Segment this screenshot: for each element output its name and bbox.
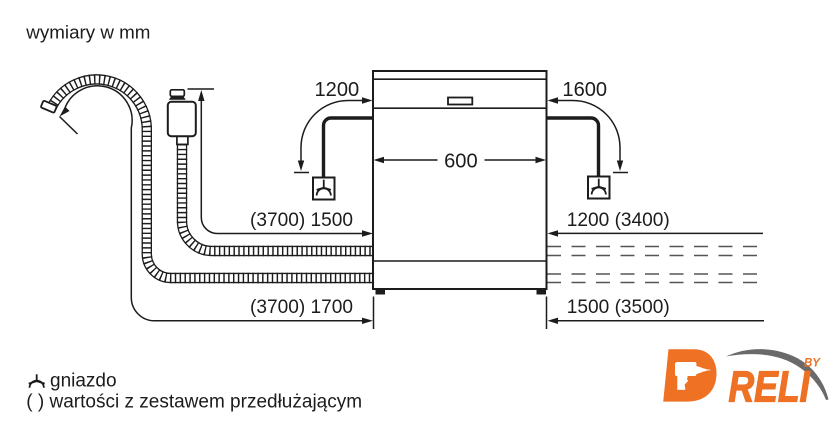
svg-text:gniazdo: gniazdo <box>50 371 117 392</box>
svg-text:1200 (3400): 1200 (3400) <box>567 210 670 231</box>
svg-text:wymiary w mm: wymiary w mm <box>25 22 150 43</box>
svg-text:1500 (3500): 1500 (3500) <box>567 297 670 318</box>
svg-text:1200: 1200 <box>315 79 360 101</box>
svg-text:RELI: RELI <box>729 364 811 412</box>
svg-text:600: 600 <box>444 151 478 173</box>
svg-text:(3700) 1700: (3700) 1700 <box>250 297 353 318</box>
svg-text:( ) wartości z zestawem przedł: ( ) wartości z zestawem przedłużającym <box>26 392 362 413</box>
svg-text:(3700) 1500: (3700) 1500 <box>250 210 353 231</box>
svg-text:BY: BY <box>804 358 821 370</box>
svg-text:1600: 1600 <box>562 79 607 101</box>
